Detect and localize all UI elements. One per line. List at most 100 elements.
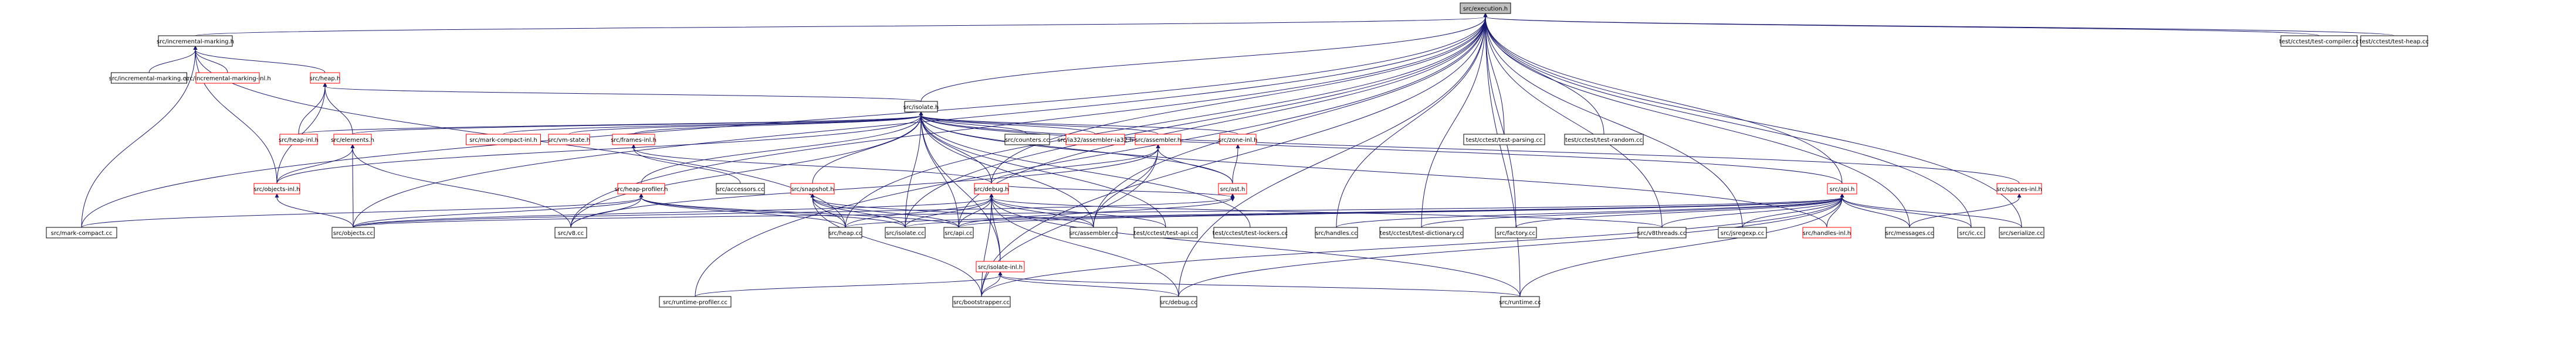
node-handles-inl[interactable]: src/handles-inl.h xyxy=(1802,227,1851,239)
node-tc-api[interactable]: test/cctest/test-api.cc xyxy=(1133,227,1198,239)
node-heap-profiler[interactable]: src/heap-profiler.h xyxy=(615,183,668,195)
node-box xyxy=(1213,227,1287,239)
node-heap-h[interactable]: src/heap.h xyxy=(310,72,340,84)
node-box xyxy=(976,261,1025,273)
node-zone-inl[interactable]: src/zone-inl.h xyxy=(1218,134,1258,145)
edge-exec-to-tc_dictionary xyxy=(1421,13,1488,228)
node-box xyxy=(1463,134,1545,145)
node-box xyxy=(974,183,1009,195)
node-serialize-cc[interactable]: src/serialize.cc xyxy=(1999,227,2044,239)
node-bootstrapper-cc[interactable]: src/bootstrapper.cc xyxy=(952,296,1011,308)
node-isolate-h[interactable]: src/isolate.h xyxy=(903,101,939,113)
node-label: src/api.cc xyxy=(945,230,972,237)
node-tc-random[interactable]: test/cctest/test-random.cc xyxy=(1564,134,1644,145)
node-jsregexp-cc[interactable]: src/jsregexp.cc xyxy=(1718,227,1767,239)
edge-exec-to-incmark xyxy=(195,13,1488,36)
node-label: src/objects.cc xyxy=(333,230,373,237)
edge-isolate_h-to-zone_inl xyxy=(919,111,1238,135)
node-incmark-cc[interactable]: src/incremental-marking.cc xyxy=(109,72,189,84)
node-label: src/zone-inl.h xyxy=(1218,137,1258,144)
node-frames-inl[interactable]: src/frames-inl.h xyxy=(611,134,656,145)
node-debug-h[interactable]: src/debug.h xyxy=(974,183,1009,195)
edge-heap_profiler-to-v8_cc xyxy=(570,193,644,228)
edge-heap_profiler-to-mark_compact_cc xyxy=(81,193,644,228)
edge-snapshot_h-to-isolate_cc xyxy=(810,193,906,228)
node-ic-cc[interactable]: src/ic.cc xyxy=(1957,227,1985,239)
edge-api_h-to-factory_cc xyxy=(1515,193,1844,228)
edge-isolate_h-to-tc_api xyxy=(919,111,1166,228)
node-v8threads-cc[interactable]: src/v8threads.cc xyxy=(1637,227,1687,239)
edge-exec-to-v8_cc xyxy=(570,13,1488,228)
node-label: src/snapshot.h xyxy=(791,186,834,193)
node-elements-h[interactable]: src/elements.h xyxy=(331,134,374,145)
node-incmark[interactable]: src/incremental-marking.h xyxy=(157,35,234,47)
node-label: src/mark-compact.cc xyxy=(51,230,113,237)
node-label: src/heap-inl.h xyxy=(279,137,319,144)
node-tc-heap[interactable]: test/cctest/test-heap.cc xyxy=(2360,35,2429,47)
edge-exec-to-bootstrapper_cc xyxy=(981,13,1488,297)
node-label: src/ast.h xyxy=(1220,186,1245,193)
node-tc-lockers[interactable]: test/cctest/test-lockers.cc xyxy=(1213,227,1288,239)
node-messages-cc[interactable]: src/messages.cc xyxy=(1885,227,1934,239)
node-mark-compact-inl[interactable]: src/mark-compact-inl.h xyxy=(466,134,541,145)
node-spaces-inl[interactable]: src/spaces-inl.h xyxy=(1996,183,2042,195)
node-debug-cc[interactable]: src/debug.cc xyxy=(1160,296,1197,308)
node-vm-state[interactable]: src/vm-state.h xyxy=(548,134,590,145)
node-label: src/mark-compact-inl.h xyxy=(469,137,537,144)
edge-snapshot_h-to-assembler_cc xyxy=(810,193,1094,228)
edge-api_h-to-runtime_cc xyxy=(1519,193,1844,297)
node-tc-parsing[interactable]: test/cctest/test-parsing.cc xyxy=(1463,134,1545,145)
node-api-h[interactable]: src/api.h xyxy=(1827,183,1857,195)
node-factory-cc[interactable]: src/factory.cc xyxy=(1495,227,1537,239)
node-mark-compact-cc[interactable]: src/mark-compact.cc xyxy=(46,227,117,239)
node-v8-cc[interactable]: src/v8.cc xyxy=(554,227,587,239)
node-snapshot-h[interactable]: src/snapshot.h xyxy=(790,183,835,195)
node-objects-cc[interactable]: src/objects.cc xyxy=(331,227,375,239)
node-heap-cc[interactable]: src/heap.cc xyxy=(828,227,862,239)
edge-ast_h-to-debug_h xyxy=(991,183,1235,202)
node-isolate-inl[interactable]: src/isolate-inl.h xyxy=(976,261,1025,273)
node-exec: src/execution.h xyxy=(1460,2,1511,14)
node-label: src/counters.cc xyxy=(1005,137,1050,144)
node-label: src/frames-inl.h xyxy=(611,137,656,144)
edge-isolate_inl-to-bootstrapper_cc xyxy=(981,271,1003,297)
node-accessors-cc[interactable]: src/accessors.cc xyxy=(716,183,765,195)
node-runtime-cc[interactable]: src/runtime.cc xyxy=(1499,296,1541,308)
edge-api_h-to-ic_cc xyxy=(1840,193,1972,228)
edge-api_h-to-debug_cc xyxy=(1178,193,1844,297)
edge-isolate_h-to-ast_h xyxy=(919,111,1233,184)
node-box xyxy=(1957,227,1985,239)
node-objects-inl[interactable]: src/objects-inl.h xyxy=(253,183,300,195)
node-runtime-profiler[interactable]: src/runtime-profiler.cc xyxy=(659,296,732,308)
node-isolate-cc[interactable]: src/isolate.cc xyxy=(885,227,926,239)
edge-api_h-to-handles_cc xyxy=(1336,193,1844,228)
edge-exec-to-messages_cc xyxy=(1483,13,1910,228)
node-label: src/heap-profiler.h xyxy=(615,186,668,193)
node-label: src/elements.h xyxy=(331,137,374,144)
node-ast-h[interactable]: src/ast.h xyxy=(1218,183,1247,195)
node-counters-cc[interactable]: src/counters.cc xyxy=(1004,134,1050,145)
node-assembler-cc[interactable]: src/assembler.cc xyxy=(1069,227,1118,239)
edge-debug_h-to-heap_cc xyxy=(845,193,994,228)
edge-debug_h-to-objects_cc xyxy=(353,193,994,228)
node-tc-compiler[interactable]: test/cctest/test-compiler.cc xyxy=(2279,35,2359,47)
node-box xyxy=(2280,35,2358,47)
edge-isolate_h-to-v8_cc xyxy=(570,111,923,228)
node-label: src/runtime.cc xyxy=(1499,299,1541,306)
node-label: src/isolate-inl.h xyxy=(978,264,1023,271)
node-label: src/ic.cc xyxy=(1959,230,1983,237)
node-handles-cc[interactable]: src/handles.cc xyxy=(1315,227,1358,239)
node-incmark-inl[interactable]: src/incremental-marking-inl.h xyxy=(184,72,271,84)
node-label: test/cctest/test-random.cc xyxy=(1565,137,1643,144)
node-label: src/incremental-marking.cc xyxy=(109,76,189,82)
node-box xyxy=(466,134,541,145)
node-box xyxy=(1718,227,1767,239)
node-ia32-asm[interactable]: src/ia32/assembler-ia32.h xyxy=(1058,134,1133,145)
node-box xyxy=(1069,227,1118,239)
edge-assembler_h-to-debug_h xyxy=(991,144,1160,184)
node-assembler-h[interactable]: src/assembler.h xyxy=(1135,134,1182,145)
node-api-cc[interactable]: src/api.cc xyxy=(943,227,974,239)
node-heap-inl[interactable]: src/heap-inl.h xyxy=(279,134,319,145)
edge-exec-to-heap_cc xyxy=(845,13,1488,228)
node-tc-dictionary[interactable]: test/cctest/test-dictionary.cc xyxy=(1379,227,1464,239)
